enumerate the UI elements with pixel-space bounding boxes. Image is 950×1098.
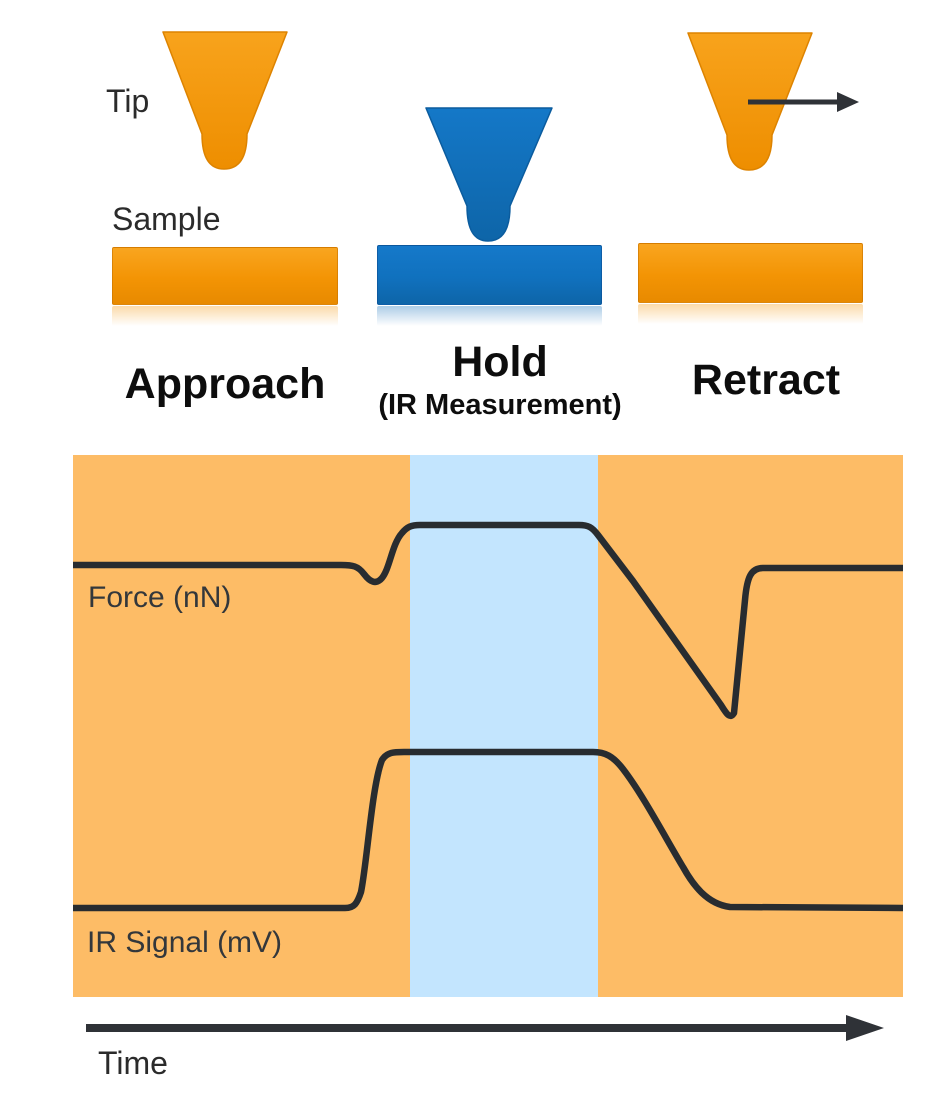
hold-tip-icon	[425, 107, 553, 242]
sample-bar-hold-reflection	[377, 306, 602, 326]
sample-bar-approach-reflection	[112, 306, 338, 326]
sample-bar-approach	[112, 247, 338, 305]
signal-plot: Force (nN) IR Signal (mV)	[73, 455, 903, 997]
hold-phase-band	[410, 455, 598, 997]
tip-label: Tip	[106, 83, 150, 119]
phase-sublabel-ir-measurement: (IR Measurement)	[378, 389, 622, 422]
sample-label: Sample	[112, 201, 221, 237]
phase-label-approach: Approach	[124, 360, 326, 408]
phase-label-retract: Retract	[691, 356, 841, 404]
time-axis-arrow-icon	[86, 1015, 884, 1041]
sample-bar-retract	[638, 243, 863, 303]
signal-curves	[73, 521, 903, 912]
phase-label-hold-block: Hold (IR Measurement)	[330, 338, 670, 422]
ir-signal-axis-label: IR Signal (mV)	[87, 926, 283, 959]
phase-label-hold: Hold	[452, 338, 548, 386]
force-curve	[73, 521, 903, 720]
retract-direction-arrow-icon	[748, 92, 859, 112]
ir-signal-curve	[73, 748, 903, 912]
approach-tip-icon	[162, 31, 288, 170]
sample-bar-hold	[377, 245, 602, 305]
time-axis-label: Time	[98, 1045, 168, 1081]
sample-bar-retract-reflection	[638, 304, 863, 324]
force-axis-label: Force (nN)	[88, 581, 232, 614]
